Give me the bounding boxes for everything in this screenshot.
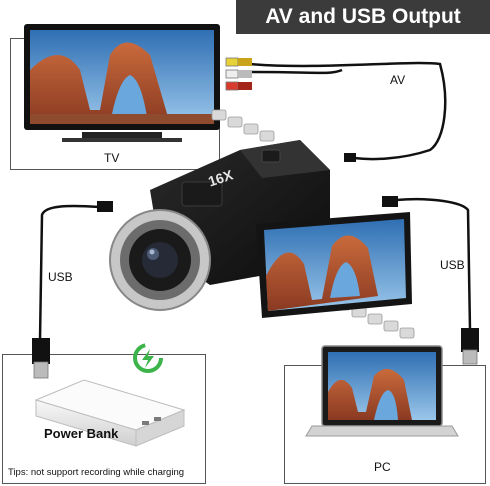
rca-plugs-icon (225, 57, 356, 162)
tv-icon (24, 24, 220, 142)
usb-cable-icon (38, 197, 472, 341)
pc-label: PC (374, 460, 391, 474)
charging-icon (133, 343, 163, 373)
banner-title: AV and USB Output (236, 0, 490, 34)
signal-trail-icon (211, 109, 415, 339)
power-bank-label: Power Bank (44, 426, 119, 441)
tv-label: TV (104, 151, 120, 165)
usb-plug-icon (32, 196, 479, 379)
usb-label-left: USB (48, 270, 73, 284)
laptop-icon (305, 345, 459, 437)
camera-flip-screen-icon (256, 212, 412, 318)
power-bank-icon (34, 379, 186, 447)
usb-label-right: USB (440, 258, 465, 272)
av-cable-icon (249, 61, 447, 161)
av-label: AV (390, 73, 406, 87)
tips-note: Tips: not support recording while chargi… (8, 467, 185, 478)
